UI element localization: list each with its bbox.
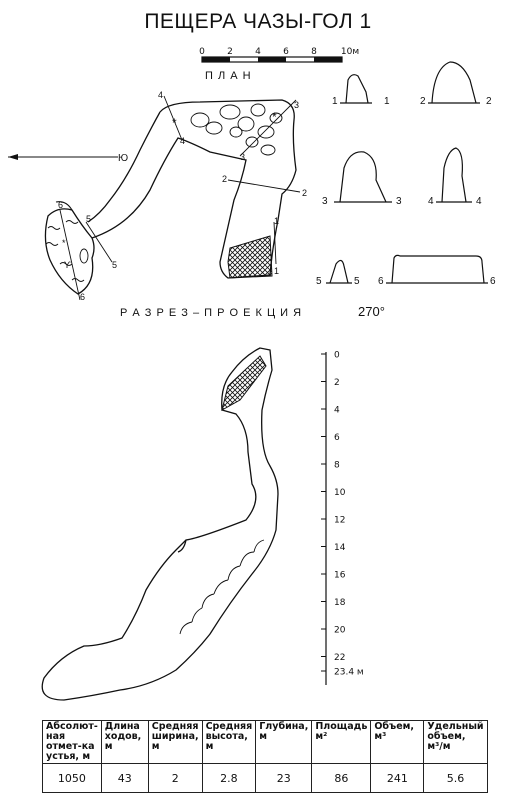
profile-azimuth: 270° <box>358 304 385 319</box>
cross-section-label: 6 <box>490 276 496 287</box>
depth-tick-label: 14 <box>334 543 346 553</box>
svg-text:*: * <box>172 116 177 130</box>
stats-value-cell: 43 <box>100 763 149 793</box>
svg-text:Ƴ: Ƴ <box>64 260 71 270</box>
plan-section-mark: 6 <box>58 200 63 210</box>
depth-tick-label: 16 <box>334 571 346 581</box>
plan-section-mark: 3 <box>294 100 299 110</box>
plan-section-mark: 3 <box>240 152 245 162</box>
scale-tick: 10м <box>341 47 359 57</box>
cross-section-label: 4 <box>476 196 482 207</box>
depth-ticks: 0 2 4 6 8 10 12 14 16 18 20 22 23.4 м <box>321 351 364 678</box>
plan-section-mark: 4 <box>158 90 163 100</box>
stats-header-row: Абсолют-ная отмет-ка устья, м Длина ходо… <box>42 720 488 764</box>
cross-section-label: 3 <box>396 196 402 207</box>
profile-label: Р А З Р Е З – П Р О Е К Ц И Я <box>120 307 302 319</box>
breakdown-blocks <box>179 539 265 635</box>
depth-tick-label: 12 <box>334 516 345 526</box>
cross-sections <box>326 61 488 284</box>
svg-text:*: * <box>62 238 66 248</box>
plan-section-mark: 1 <box>274 266 279 276</box>
stats-header-cell: Абсолют-ная отмет-ка устья, м <box>42 720 102 764</box>
cross-section-label: 1 <box>384 96 390 107</box>
stats-header-cell: Глубина, м <box>255 720 313 764</box>
scale-bar: 0 2 4 6 8 10м <box>199 47 359 63</box>
stats-value-cell: 23 <box>255 763 313 793</box>
stats-value-row: 1050 43 2 2.8 23 86 241 5.6 <box>42 763 488 793</box>
plan-section-mark: 2 <box>302 188 307 198</box>
depth-tick-label: 8 <box>334 461 340 471</box>
depth-tick-label: 0 <box>334 351 340 361</box>
stats-value-cell: 2 <box>147 763 203 793</box>
page-title: ПЕЩЕРА ЧАЗЫ-ГОЛ 1 <box>144 10 372 33</box>
stats-header-cell: Объем, м³ <box>370 720 425 764</box>
scale-tick: 0 <box>199 47 205 57</box>
stats-value-cell: 86 <box>311 763 372 793</box>
cave-plan: * * * Ƴ <box>44 99 297 295</box>
scale-tick: 8 <box>311 47 317 57</box>
stats-header-cell: Удельный объем, м³/м <box>423 720 488 764</box>
stats-table: Абсолют-ная отмет-ка устья, м Длина ходо… <box>42 720 488 793</box>
plan-section-mark: 5 <box>86 214 91 224</box>
cross-section-label: 4 <box>428 196 434 207</box>
plan-section-mark: 4 <box>180 136 185 146</box>
stats-header-cell: Длина ходов, м <box>100 720 149 764</box>
stats-value-cell: 2.8 <box>201 763 257 793</box>
scale-tick: 4 <box>255 47 261 57</box>
depth-tick-label: 2 <box>334 378 340 388</box>
scale-tick: 2 <box>227 47 233 57</box>
plan-section-mark: 2 <box>222 174 227 184</box>
profile-drawing: Р А З Р Е З – П Р О Е К Ц И Я 270° 0 2 4 6 8… <box>41 304 385 701</box>
depth-tick-label: 6 <box>334 433 340 443</box>
depth-tick-label: 23.4 м <box>334 668 364 678</box>
plan-label: П Л А Н <box>205 70 252 82</box>
plan-section-mark: 1 <box>274 216 279 226</box>
stats-header-cell: Средняя ширина, м <box>147 720 203 764</box>
depth-tick-label: 18 <box>334 598 346 608</box>
stats-header-cell: Площадь м² <box>311 720 372 764</box>
stats-header-cell: Средняя высота, м <box>201 720 257 764</box>
stats-value-cell: 1050 <box>42 763 102 793</box>
cross-section-label: 5 <box>354 276 360 287</box>
stats-value-cell: 5.6 <box>423 763 488 793</box>
plan-section-mark: 6 <box>80 292 85 300</box>
cross-section-label: 1 <box>332 96 338 107</box>
plan-drawing: 0 2 4 6 8 10м П Л А Н Ю <box>8 47 496 300</box>
cross-section-label: 2 <box>486 96 492 107</box>
stats-value-cell: 241 <box>370 763 425 793</box>
depth-tick-label: 20 <box>334 626 346 636</box>
depth-tick-label: 22 <box>334 653 345 663</box>
section-lines <box>59 95 301 300</box>
depth-tick-label: 10 <box>334 488 346 498</box>
cross-section-label: 6 <box>378 276 384 287</box>
svg-text:*: * <box>272 110 277 124</box>
plan-section-mark: 5 <box>112 260 117 270</box>
cross-section-label: 5 <box>316 276 322 287</box>
depth-tick-label: 4 <box>334 406 340 416</box>
compass-label: Ю <box>118 153 128 164</box>
cross-section-label: 2 <box>420 96 426 107</box>
scale-tick: 6 <box>283 47 289 57</box>
compass-arrow: Ю <box>8 153 128 164</box>
cross-section-label: 3 <box>322 196 328 207</box>
cave-profile <box>41 347 279 701</box>
